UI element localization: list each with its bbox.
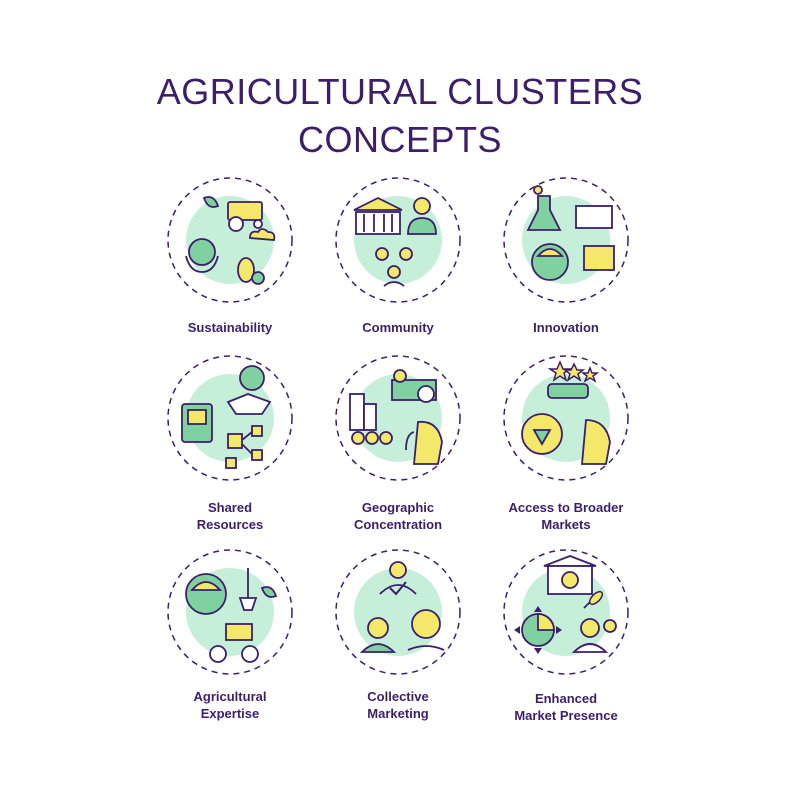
shared-resources-icon [166,354,294,482]
sustainability-icon [166,176,294,304]
collective-marketing-icon [334,548,462,676]
concept-label-sustainability: Sustainability [187,320,273,335]
concept-label-agricultural-expertise: Agricultural Expertise [193,689,267,721]
concept-card-agricultural-expertise: Agricultural Expertise [140,548,320,748]
concept-card-innovation: Innovation [476,176,656,376]
innovation-icon [502,176,630,304]
concept-card-shared-resources: Shared Resources [140,354,320,554]
access-markets-icon [502,354,630,482]
concept-label-innovation: Innovation [533,320,599,335]
concept-card-geographic-concentration: Geographic Concentration [308,354,488,554]
community-icon [334,176,462,304]
concept-label-shared-resources: Shared Resources [196,500,264,532]
geographic-concentration-icon [334,354,462,482]
page-title: AGRICULTURAL CLUSTERS CONCEPTS [0,68,800,164]
concept-card-collective-marketing: Collective Marketing [308,548,488,748]
concept-card-enhanced-market-presence: Enhanced Market Presence [476,548,656,748]
concept-card-community: Community [308,176,488,376]
agricultural-expertise-icon [166,548,294,676]
concept-label-community: Community [362,320,434,335]
concept-card-sustainability: Sustainability [140,176,320,376]
concept-label-collective-marketing: Collective Marketing [367,689,429,721]
title-line-1: AGRICULTURAL CLUSTERS [156,71,644,112]
concept-label-enhanced-market-presence: Enhanced Market Presence [514,691,618,723]
enhanced-market-presence-icon [502,548,630,676]
concept-label-geographic-concentration: Geographic Concentration [353,500,443,532]
concept-card-access-markets: Access to Broader Markets [476,354,656,554]
concept-label-access-markets: Access to Broader Markets [508,500,624,532]
title-line-2: CONCEPTS [297,119,503,160]
